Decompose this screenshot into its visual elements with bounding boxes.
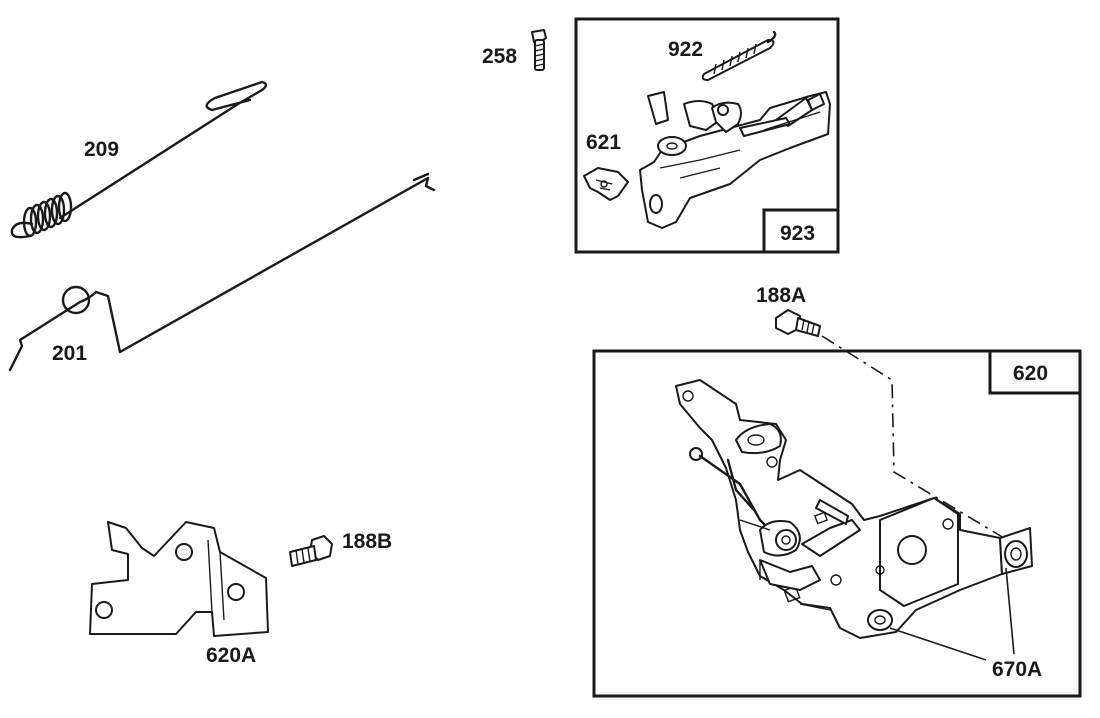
leader-670a-left [889,627,987,661]
label-258: 258 [482,45,517,68]
bolt-188a-leader [821,335,1005,539]
label-670a: 670A [992,658,1042,681]
label-923: 923 [780,222,815,245]
screw-258 [531,29,547,71]
main-control-bracket [675,379,1033,639]
label-201: 201 [52,342,87,365]
kit-620-tag [988,349,1082,395]
link-rod-201 [8,172,436,372]
kit-923-frame [574,17,840,254]
label-620: 620 [1013,362,1048,385]
clip-621 [583,167,629,201]
leader-670a-right [1005,567,1015,655]
label-621: 621 [586,131,621,154]
bracket-620a [89,521,269,637]
spring-209 [10,80,268,239]
kit-620-frame [592,349,1082,698]
bolt-188b [289,535,333,567]
control-bracket-assembly [639,91,831,229]
label-188a: 188A [756,284,806,307]
label-209: 209 [84,138,119,161]
label-922: 922 [668,38,703,61]
label-620a: 620A [206,644,256,667]
label-188b: 188B [342,530,392,553]
spring-922 [701,30,777,81]
kit-923-tag [762,208,840,254]
bolt-188a [775,309,821,337]
